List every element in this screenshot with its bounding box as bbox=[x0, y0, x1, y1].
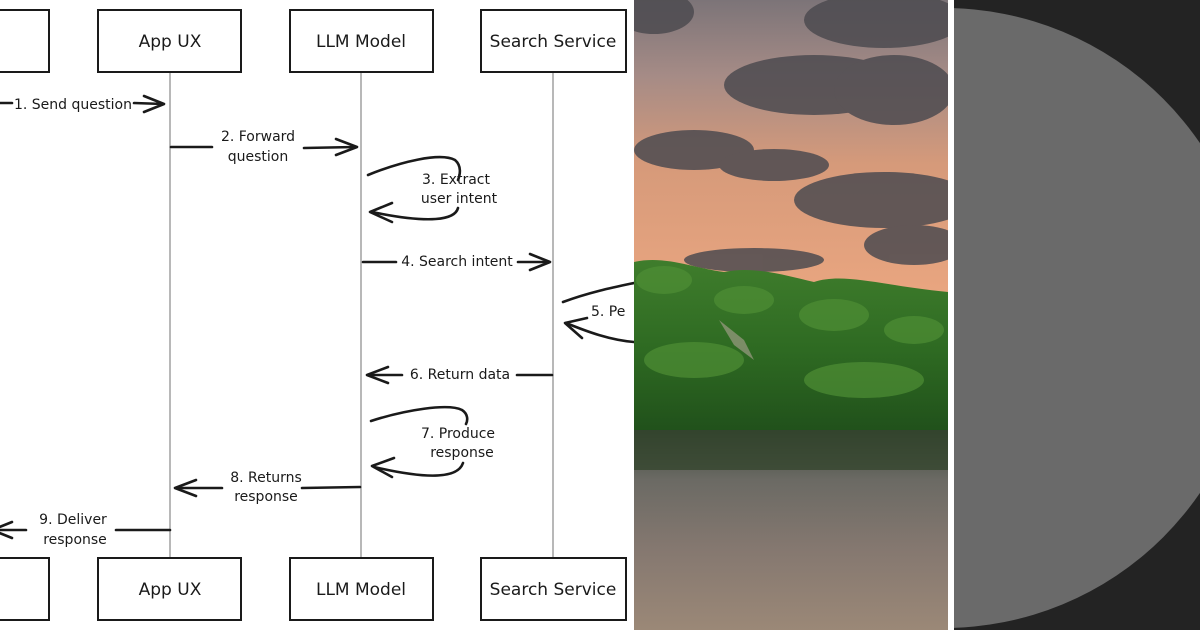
message-1-label: 1. Send question bbox=[14, 97, 132, 113]
river-reflection bbox=[634, 430, 948, 470]
message-1: 1. Send question bbox=[0, 94, 166, 114]
message-3-label-line2: user intent bbox=[421, 191, 498, 207]
actor-search-top: Search Service bbox=[480, 9, 627, 73]
message-9-label-line2: response bbox=[43, 532, 107, 548]
message-9-label-line1: 9. Deliver bbox=[39, 512, 107, 528]
message-6: 6. Return data bbox=[365, 365, 554, 385]
message-7-label-line1: 7. Produce bbox=[421, 426, 495, 442]
message-5-label: 5. Pe bbox=[591, 304, 625, 320]
hillside-clearing bbox=[719, 320, 754, 360]
gray-circle bbox=[954, 8, 1200, 628]
dark-panel bbox=[954, 0, 1200, 630]
message-4: 4. Search intent bbox=[361, 252, 552, 272]
sunset-river-jungle-image bbox=[634, 0, 948, 630]
sequence-diagram: App UX LLM Model Search Service App UX L… bbox=[0, 9, 634, 621]
actor-search-label-bottom: Search Service bbox=[490, 580, 617, 600]
actor-llm-bottom: LLM Model bbox=[289, 557, 434, 621]
message-2: 2. Forward question bbox=[169, 129, 359, 165]
sequence-diagram-panel: App UX LLM Model Search Service App UX L… bbox=[0, 9, 634, 621]
message-8-label-line2: response bbox=[234, 489, 298, 505]
actor-user-top bbox=[0, 9, 50, 73]
actor-llm-label-bottom: LLM Model bbox=[316, 580, 406, 600]
message-4-label: 4. Search intent bbox=[401, 254, 513, 270]
message-8: 8. Returns response bbox=[173, 470, 362, 505]
landscape-photo bbox=[634, 0, 948, 630]
message-8-label-line1: 8. Returns bbox=[230, 470, 302, 486]
message-9: 9. Deliver response bbox=[0, 512, 172, 548]
message-7: 7. Produce response bbox=[369, 405, 495, 479]
actor-user-bottom bbox=[0, 557, 50, 621]
message-2-label-line2: question bbox=[228, 149, 288, 165]
message-2-label-line1: 2. Forward bbox=[221, 129, 295, 145]
message-7-label-line2: response bbox=[430, 445, 494, 461]
actor-llm-label: LLM Model bbox=[316, 32, 406, 52]
actor-app-label-bottom: App UX bbox=[139, 580, 202, 600]
message-3: 3. Extract user intent bbox=[366, 155, 498, 224]
clouds bbox=[634, 0, 948, 272]
actor-search-label: Search Service bbox=[490, 32, 617, 52]
actor-app-top: App UX bbox=[97, 9, 242, 73]
actor-search-bottom: Search Service bbox=[480, 557, 627, 621]
actor-app-bottom: App UX bbox=[97, 557, 242, 621]
message-5: 5. Pe bbox=[561, 281, 634, 344]
message-3-label-line1: 3. Extract bbox=[422, 172, 490, 188]
actor-llm-top: LLM Model bbox=[289, 9, 434, 73]
dark-panel-graphic bbox=[954, 8, 1200, 628]
tree-highlights bbox=[636, 266, 944, 398]
panel-divider bbox=[948, 0, 954, 630]
actor-app-label: App UX bbox=[139, 32, 202, 52]
message-6-label: 6. Return data bbox=[410, 367, 510, 383]
